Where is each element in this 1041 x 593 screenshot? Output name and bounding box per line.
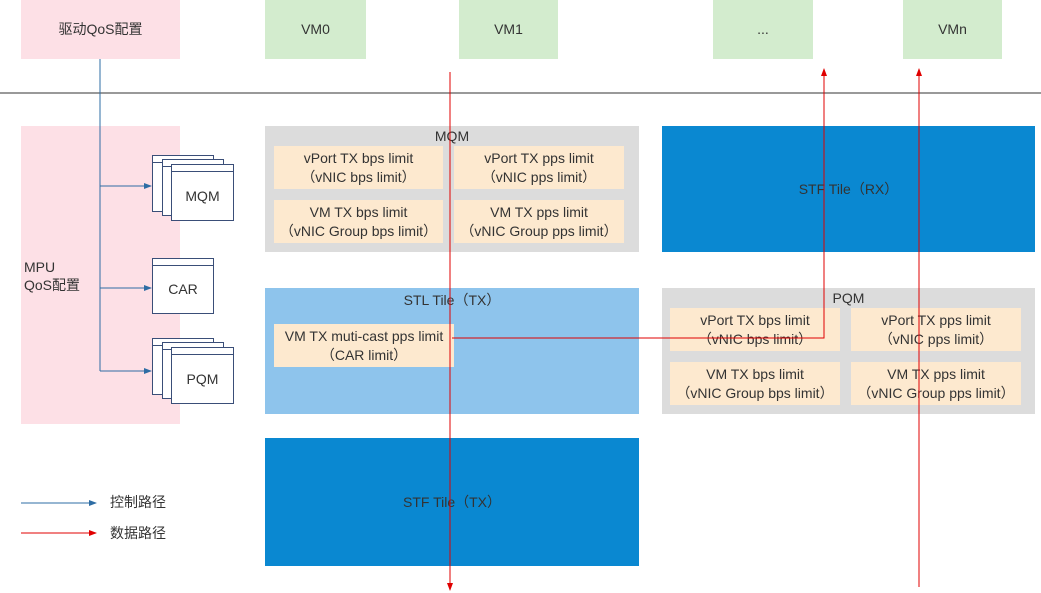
legend-control-label: 控制路径 — [110, 494, 166, 510]
control-path — [99, 59, 152, 374]
stf-tile-tx: STF Tile（TX） — [265, 438, 639, 566]
mqm-vport-bps-limit: vPort TX bps limit（vNIC bps limit） — [274, 146, 443, 189]
vm0-label: VM0 — [301, 21, 330, 37]
mpu-qos-label: QoS配置 — [24, 277, 81, 293]
vmn-box: VMn — [903, 0, 1002, 59]
vm1-label: VM1 — [494, 21, 523, 37]
vm-ellipsis-label: ... — [757, 21, 769, 37]
pqm-vm-pps-limit: VM TX pps limit（vNIC Group pps limit） — [851, 362, 1021, 405]
vm1-box: VM1 — [459, 0, 558, 59]
pqm-module-label: PQM — [186, 370, 219, 387]
pqm-block-title: PQM — [832, 290, 865, 306]
stl-tile-tx-title: STL Tile（TX） — [403, 292, 501, 308]
mqm-block-title: MQM — [434, 128, 470, 144]
car-module-label: CAR — [168, 281, 198, 297]
stf-tile-tx-label: STF Tile（TX） — [402, 493, 501, 510]
data-path — [447, 68, 922, 591]
pqm-vm-bps-limit: VM TX bps limit（vNIC Group bps limit） — [670, 362, 840, 405]
stf-tile-rx: STF Tile（RX） — [662, 126, 1035, 252]
mqm-module-label: MQM — [185, 187, 220, 204]
mqm-vport-pps-limit: vPort TX pps limit（vNIC pps limit） — [454, 146, 624, 189]
legend-data-label: 数据路径 — [110, 525, 166, 541]
mqm-vm-pps-limit: VM TX pps limit（vNIC Group pps limit） — [454, 200, 624, 243]
driver-qos-label: 驱动QoS配置 — [58, 21, 143, 37]
driver-qos-config: 驱动QoS配置 — [21, 0, 180, 59]
vm0-box: VM0 — [265, 0, 366, 59]
mpu-label: MPU — [24, 259, 56, 275]
vmn-label: VMn — [938, 21, 967, 37]
pqm-vport-pps-limit: vPort TX pps limit（vNIC pps limit） — [851, 308, 1021, 351]
stl-car-limit: VM TX muti-cast pps limit（CAR limit） — [274, 324, 454, 367]
vm-ellipsis-box: ... — [713, 0, 813, 59]
mqm-vm-bps-limit: VM TX bps limit（vNIC Group bps limit） — [274, 200, 443, 243]
